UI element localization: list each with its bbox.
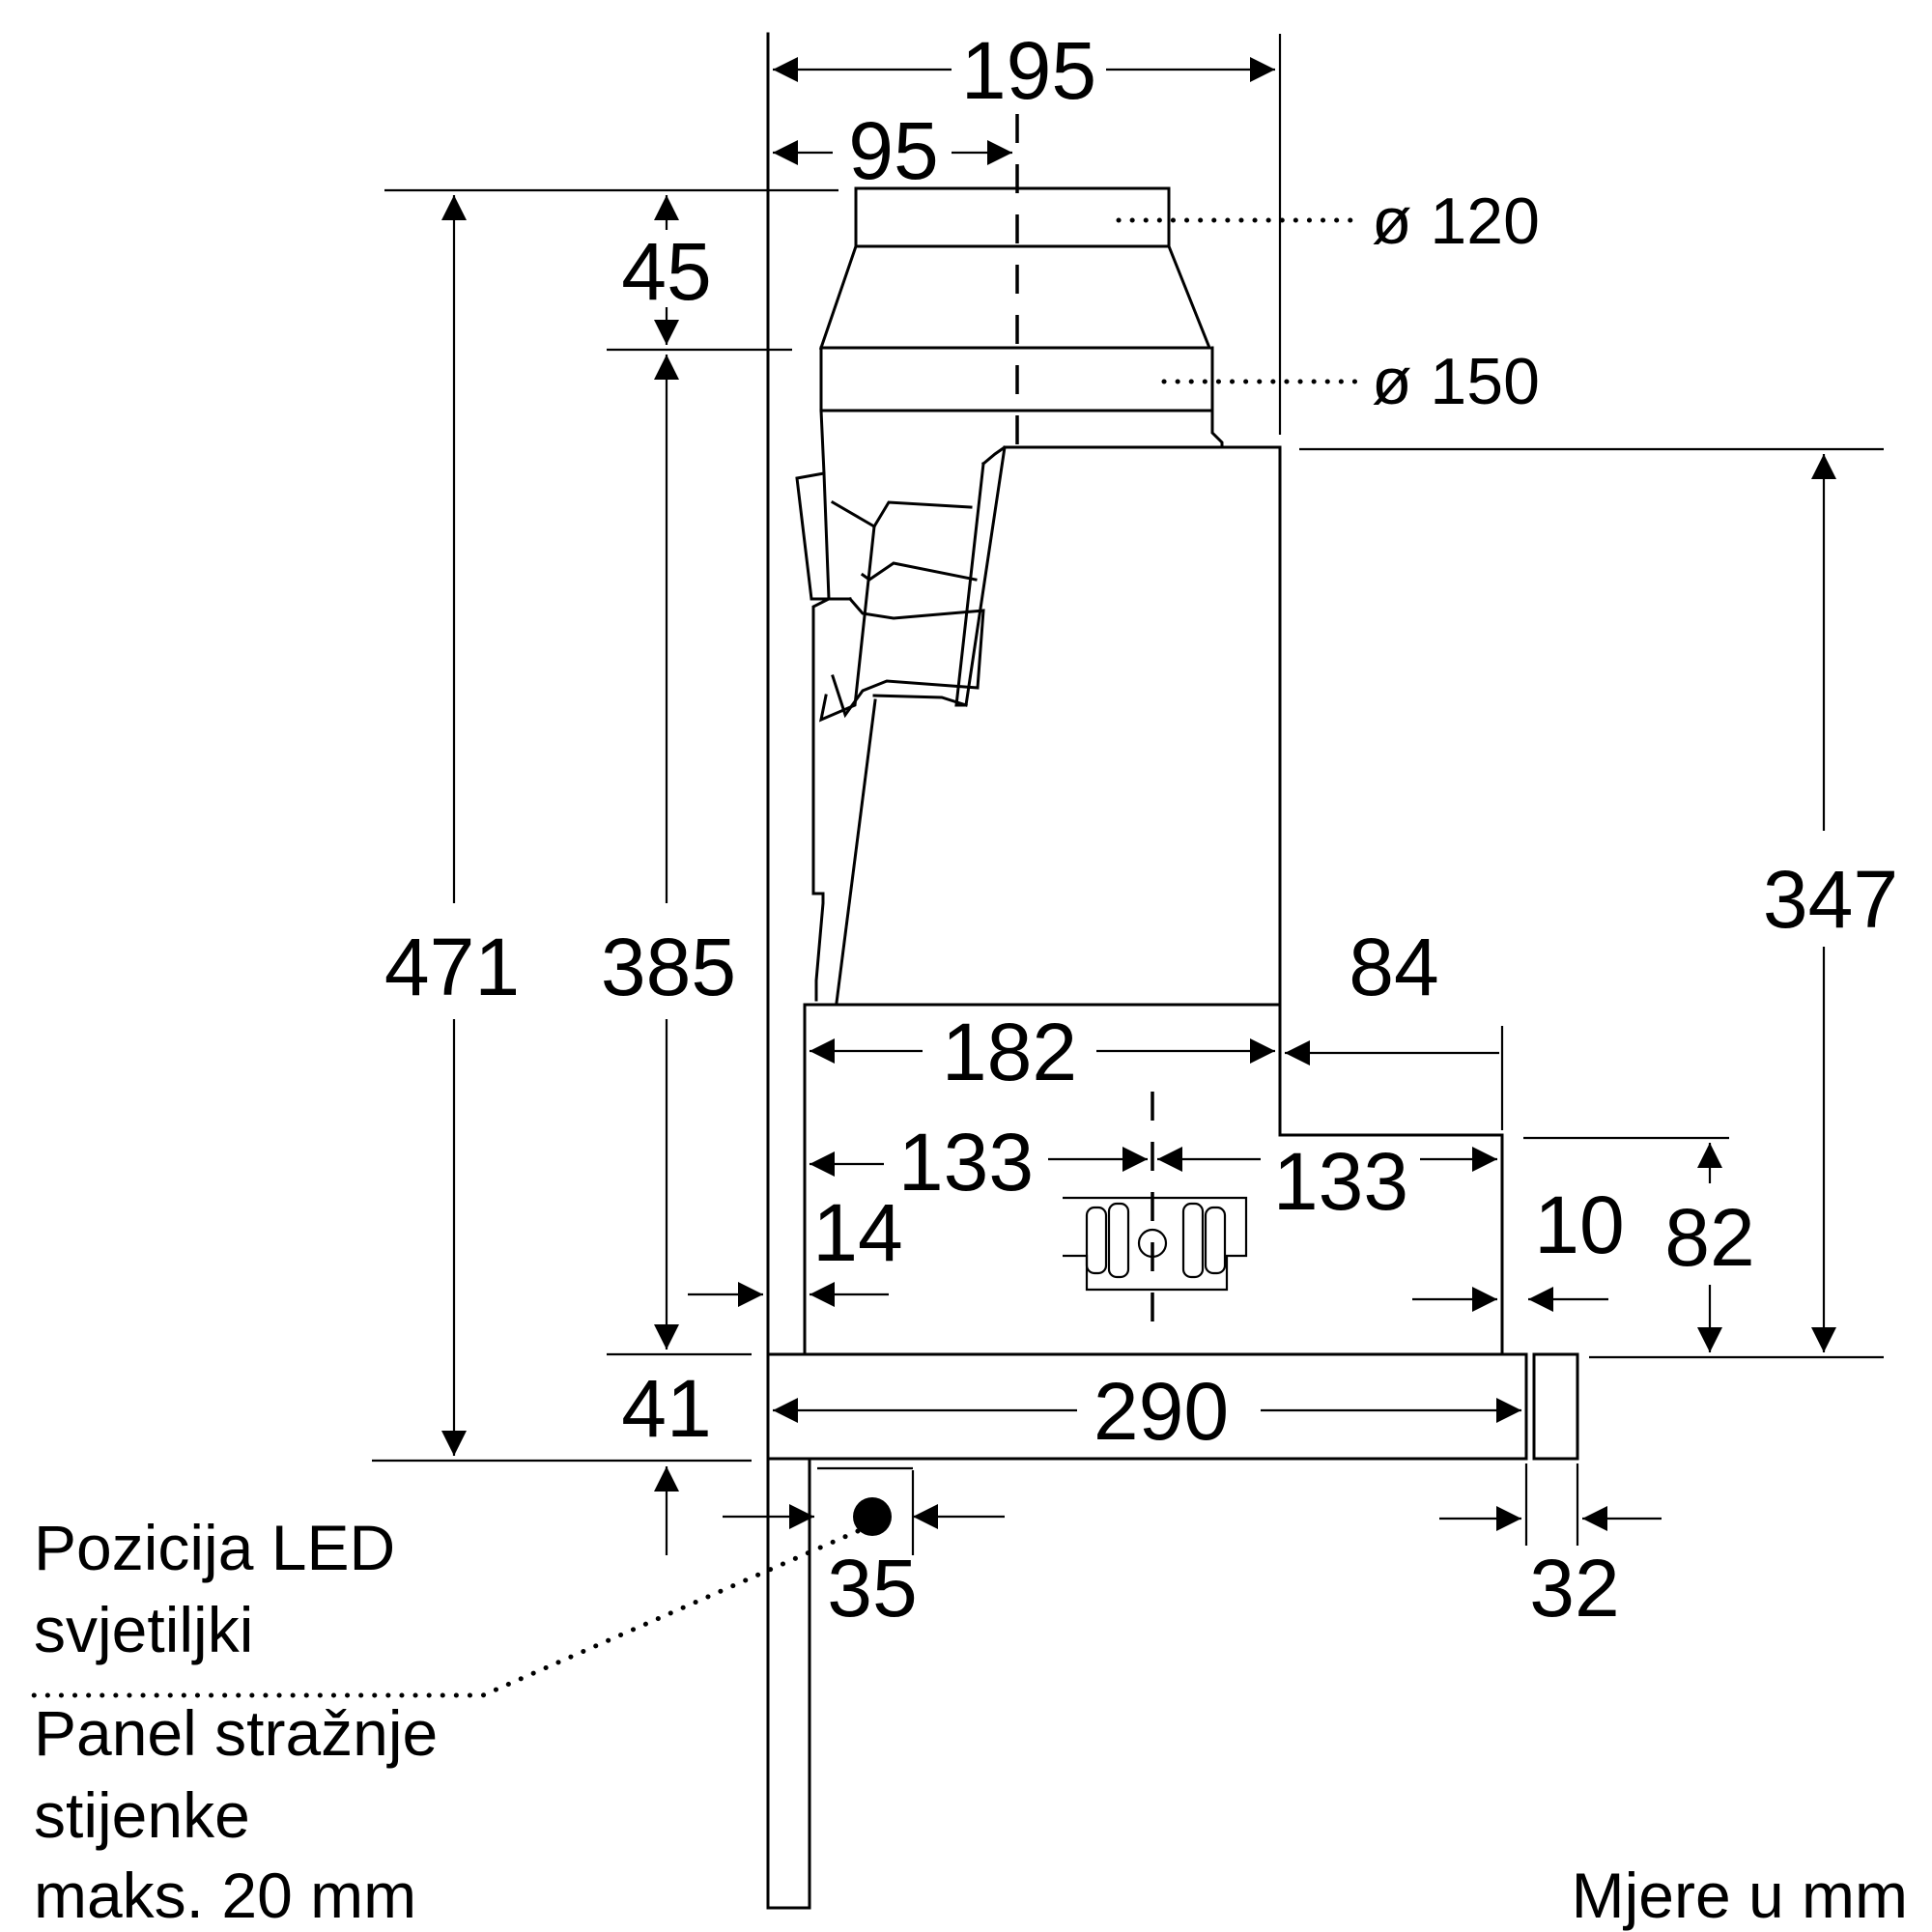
dim-290: 290 <box>1094 1366 1229 1457</box>
dim-133-right: 133 <box>1273 1136 1408 1227</box>
leader-lines <box>31 217 1360 1698</box>
led-light <box>853 1497 892 1536</box>
dimension-lines <box>441 57 1836 1555</box>
rear-panel-label-line3: maks. 20 mm <box>34 1860 416 1931</box>
dimension-values: 195 95 45 471 385 347 182 84 133 133 14 … <box>384 25 1898 1634</box>
dim-471: 471 <box>384 922 520 1012</box>
dim-95: 95 <box>848 105 938 196</box>
dim-10: 10 <box>1534 1179 1624 1270</box>
rear-panel-label-line1: Panel stražnje <box>34 1697 438 1769</box>
notes: Pozicija LED svjetiljki Panel stražnje s… <box>34 1512 1908 1931</box>
extension-lines <box>372 34 1884 1555</box>
duct-connector <box>818 114 1224 449</box>
dim-14: 14 <box>812 1187 902 1278</box>
front-bar <box>1532 1352 1579 1461</box>
dim-45: 45 <box>621 226 711 317</box>
dim-182: 182 <box>942 1007 1077 1097</box>
dim-385: 385 <box>601 922 736 1012</box>
dim-35: 35 <box>827 1543 917 1634</box>
led-position-label-line2: svjetiljki <box>34 1594 253 1665</box>
dim-133-left: 133 <box>898 1117 1034 1208</box>
dim-84: 84 <box>1349 922 1438 1012</box>
diameter-120-label: ø 120 <box>1372 185 1540 258</box>
fan-motor-symbol <box>1063 1196 1248 1292</box>
hood-lower-body <box>803 1003 1504 1356</box>
dim-82: 82 <box>1664 1192 1754 1283</box>
dim-41: 41 <box>621 1363 711 1454</box>
dim-195: 195 <box>961 25 1096 116</box>
diameter-150-label: ø 150 <box>1372 345 1540 418</box>
bottom-panel <box>766 1352 1528 1461</box>
dim-32: 32 <box>1529 1543 1619 1634</box>
led-position-label-line1: Pozicija LED <box>34 1512 395 1583</box>
diameter-labels: ø 120 ø 150 <box>1372 185 1540 418</box>
rear-wall-panel <box>766 32 811 1910</box>
hood-upper-body <box>795 409 1282 1007</box>
units-label: Mjere u mm <box>1572 1860 1908 1931</box>
dim-347: 347 <box>1763 854 1898 945</box>
rear-panel-label-line2: stijenke <box>34 1779 250 1851</box>
